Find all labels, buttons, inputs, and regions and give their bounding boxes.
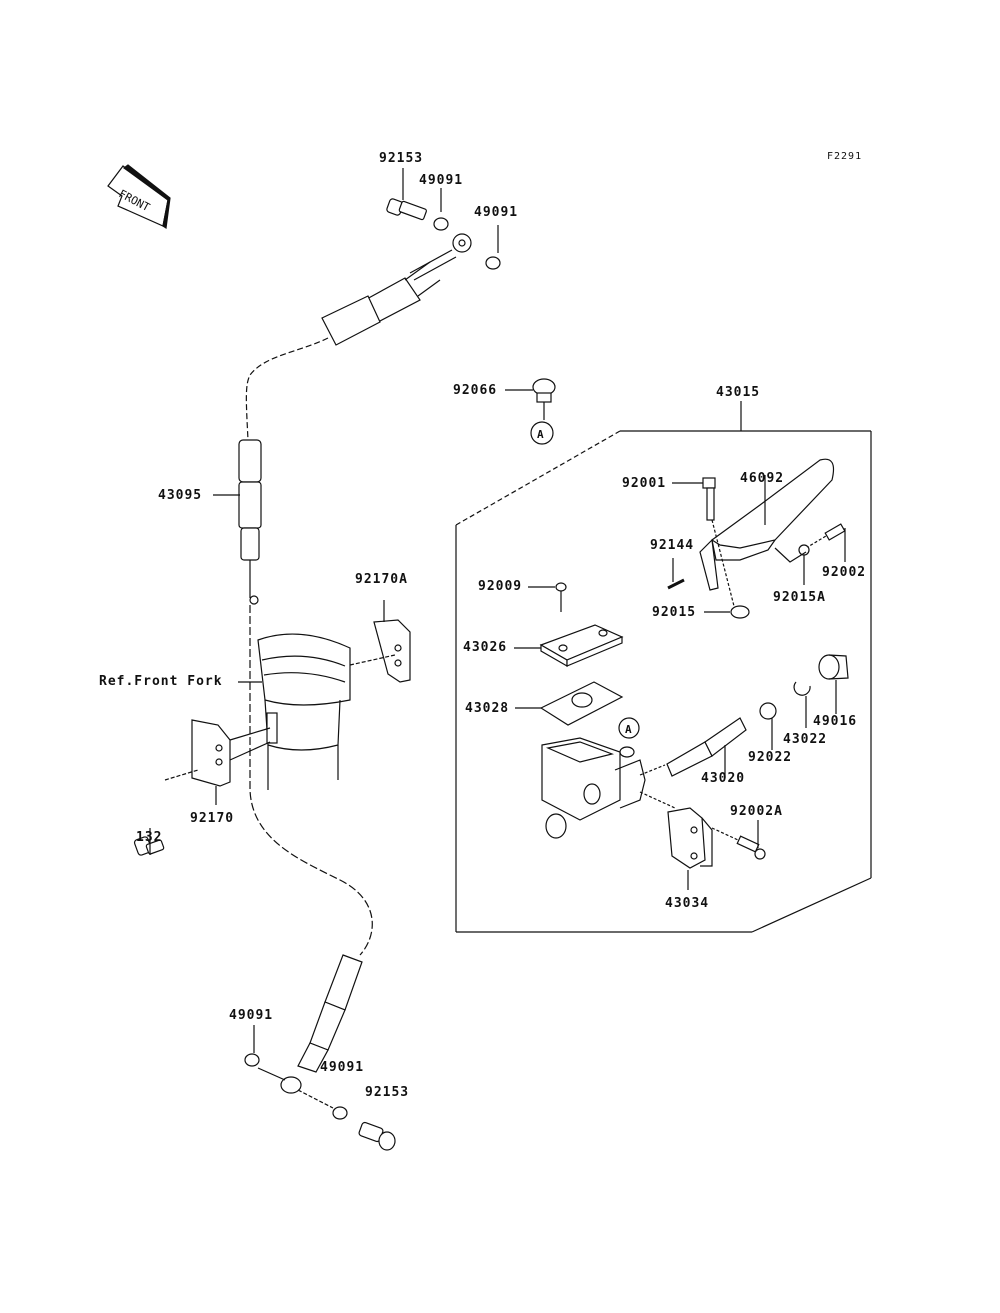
ref-front-fork-note: Ref.Front Fork xyxy=(99,674,223,689)
part-label-92170: 92170 xyxy=(190,811,235,826)
part-label-43022: 43022 xyxy=(783,732,828,747)
diagram-code: F2291 xyxy=(827,151,863,162)
part-label-43028: 43028 xyxy=(465,701,510,716)
washer-bottom-2 xyxy=(332,1106,348,1120)
pivot-bolt-92001 xyxy=(672,477,736,611)
brake-hose-middle xyxy=(238,439,262,605)
part-label-49091: 49091 xyxy=(229,1008,274,1023)
clamp-92170 xyxy=(164,719,271,805)
banjo-bolt-top xyxy=(386,168,427,221)
part-label-49091: 49091 xyxy=(419,173,464,188)
assembly-outline xyxy=(455,401,872,933)
hose-line-lower xyxy=(249,605,373,956)
piston-43020 xyxy=(639,717,747,778)
holder-43034 xyxy=(639,791,713,890)
washer-92022 xyxy=(759,702,777,720)
front-arrow-icon xyxy=(107,164,171,230)
bolt-92002 xyxy=(774,523,846,585)
washer-top-1 xyxy=(433,217,449,231)
screw-92009 xyxy=(528,582,567,612)
clamp-92170a xyxy=(349,600,411,683)
part-label-92066: 92066 xyxy=(453,383,498,398)
part-label-92153: 92153 xyxy=(379,151,424,166)
reference-mark-a-label: A xyxy=(625,723,632,736)
part-label-43034: 43034 xyxy=(665,896,710,911)
part-label-43095: 43095 xyxy=(158,488,203,503)
washer-bottom-1 xyxy=(244,1053,260,1067)
cap-92066 xyxy=(505,378,556,445)
hose-fitting-bottom xyxy=(280,954,363,1094)
part-label-46092: 46092 xyxy=(740,471,785,486)
part-label-92002a: 92002A xyxy=(730,804,783,819)
reference-mark-a xyxy=(618,717,640,739)
reference-mark-a-label: A xyxy=(537,428,544,441)
spring-92144 xyxy=(667,578,685,590)
part-label-43020: 43020 xyxy=(701,771,746,786)
circlip-43022 xyxy=(793,681,811,696)
part-label-92001: 92001 xyxy=(622,476,667,491)
part-label-92170a: 92170A xyxy=(355,572,408,587)
bolt-132 xyxy=(133,828,165,856)
boot-49016 xyxy=(818,654,849,714)
banjo-bolt-bottom xyxy=(358,1121,396,1151)
part-label-92009: 92009 xyxy=(478,579,523,594)
part-label-49091: 49091 xyxy=(320,1060,365,1075)
part-label-92002: 92002 xyxy=(822,565,867,580)
leader-line xyxy=(297,1089,334,1109)
brake-lever xyxy=(699,458,835,591)
part-label-43026: 43026 xyxy=(463,640,508,655)
reservoir-cap-43026 xyxy=(514,624,624,668)
diaphragm-43028 xyxy=(515,681,624,726)
part-label-49016: 49016 xyxy=(813,714,858,729)
washer-top-2 xyxy=(485,256,501,270)
assembly-label-43015: 43015 xyxy=(716,385,761,400)
nut-92015 xyxy=(730,605,750,619)
front-fork xyxy=(257,633,351,790)
part-label-92144: 92144 xyxy=(650,538,695,553)
part-label-92015: 92015 xyxy=(652,605,697,620)
bolt-92002a xyxy=(711,820,766,860)
part-label-49091: 49091 xyxy=(474,205,519,220)
leader-line xyxy=(257,1067,286,1081)
part-label-92022: 92022 xyxy=(748,750,793,765)
part-label-92153: 92153 xyxy=(365,1085,410,1100)
hose-fitting-top xyxy=(321,233,472,346)
part-label-132: 132 xyxy=(136,830,163,845)
master-cylinder-body xyxy=(541,737,646,839)
hose-line-top xyxy=(245,337,329,441)
part-label-92015a: 92015A xyxy=(773,590,826,605)
